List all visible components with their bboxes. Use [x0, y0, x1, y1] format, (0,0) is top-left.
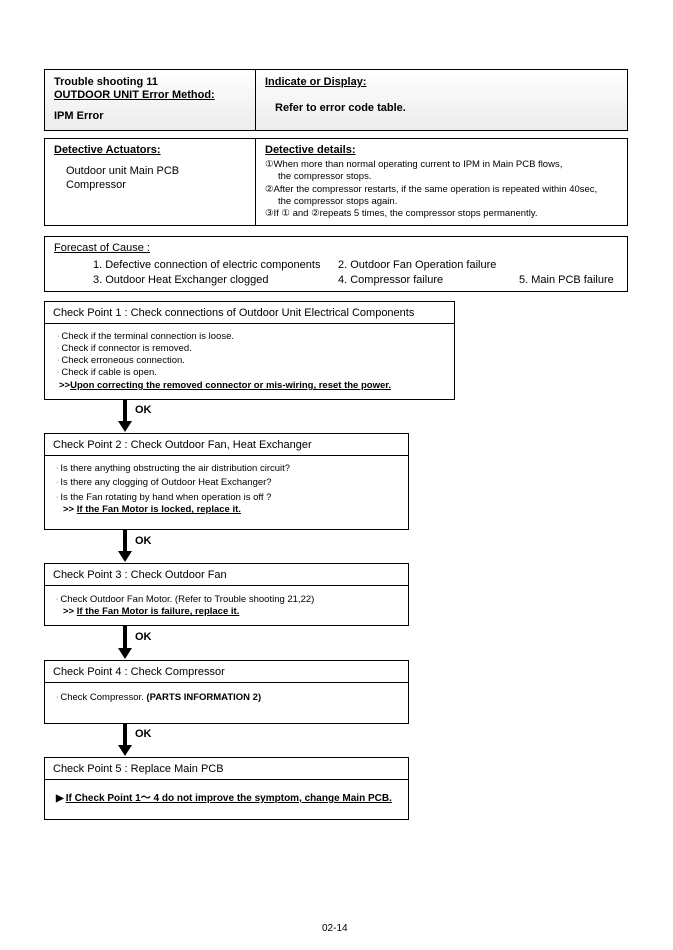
detail-line-1: ①When more than normal operating current… — [265, 159, 563, 170]
cause-3: 3. Outdoor Heat Exchanger clogged — [93, 274, 269, 286]
bullet-icon: · — [57, 369, 60, 376]
flow-arrow-icon — [118, 551, 132, 562]
check-point-5-action: ▶If Check Point 1〜 4 do not improve the … — [56, 789, 392, 804]
flow-arrow-shaft — [123, 530, 127, 552]
check-point-1-action: >>Upon correcting the removed connector … — [59, 380, 391, 391]
check-point-4-title: Check Point 4 : Check Compressor — [45, 661, 408, 683]
check-point-3-line: ·Check Outdoor Fan Motor. (Refer to Trou… — [56, 594, 314, 605]
bullet-icon: · — [57, 333, 60, 340]
error-name: IPM Error — [54, 110, 104, 122]
ok-label: OK — [135, 404, 152, 416]
forecast-box: Forecast of Cause : 1. Defective connect… — [44, 236, 628, 292]
check-point-2-line: ·Is there any clogging of Outdoor Heat E… — [56, 477, 272, 488]
bullet-icon: · — [56, 596, 59, 603]
actuator-item: Outdoor unit Main PCB — [66, 165, 180, 177]
check-point-1-line: ·Check erroneous connection. — [57, 355, 185, 366]
triangle-right-icon: ▶ — [56, 793, 64, 804]
check-point-5-title: Check Point 5 : Replace Main PCB — [45, 758, 408, 780]
ok-label: OK — [135, 728, 152, 740]
check-text: Check erroneous connection. — [61, 355, 185, 366]
check-text: Is there anything obstructing the air di… — [60, 463, 291, 474]
check-point-2-line: ·Is there anything obstructing the air d… — [56, 463, 290, 474]
flow-arrow-icon — [118, 648, 132, 659]
bullet-icon: · — [56, 494, 59, 501]
check-point-2-action: >> If the Fan Motor is locked, replace i… — [63, 504, 241, 515]
check-point-1: Check Point 1 : Check connections of Out… — [44, 301, 455, 400]
cause-2: 2. Outdoor Fan Operation failure — [338, 259, 497, 271]
header-title-cell: Trouble shooting 11 OUTDOOR UNIT Error M… — [45, 70, 256, 130]
check-point-2-title: Check Point 2 : Check Outdoor Fan, Heat … — [45, 434, 408, 456]
bullet-icon: · — [57, 345, 60, 352]
error-method-title: OUTDOOR UNIT Error Method: — [54, 89, 215, 101]
actuators-box: Detective Actuators: Outdoor unit Main P… — [44, 138, 628, 226]
cause-4: 4. Compressor failure — [338, 274, 444, 286]
check-point-3-action: >> If the Fan Motor is failure, replace … — [63, 606, 239, 617]
details-label: Detective details: — [265, 144, 356, 156]
action-prefix: >> — [59, 380, 71, 391]
bullet-icon: · — [56, 479, 59, 486]
check-text: Check Outdoor Fan Motor. (Refer to Troub… — [60, 594, 315, 605]
action-text: If Check Point 1〜 4 do not improve the s… — [65, 793, 392, 804]
bullet-icon: · — [56, 465, 59, 472]
check-point-1-line: ·Check if cable is open. — [57, 367, 157, 378]
check-text: Check if connector is removed. — [61, 343, 192, 354]
detail-line-3: ③If ① and ②repeats 5 times, the compress… — [265, 208, 538, 219]
detail-line-1b: the compressor stops. — [278, 171, 372, 182]
flow-arrow-icon — [118, 745, 132, 756]
check-point-1-title: Check Point 1 : Check connections of Out… — [45, 302, 454, 324]
details-cell: Detective details: ①When more than norma… — [256, 139, 627, 225]
check-text: Check if the terminal connection is loos… — [61, 331, 235, 342]
indicate-label: Indicate or Display: — [265, 76, 367, 88]
check-point-2-line: ·Is the Fan rotating by hand when operat… — [56, 492, 271, 503]
check-text: Check Compressor. — [60, 692, 147, 703]
actuators-label: Detective Actuators: — [54, 144, 161, 156]
indicate-text: Refer to error code table. — [275, 102, 406, 114]
check-point-1-line: ·Check if connector is removed. — [57, 343, 192, 354]
check-text: Is the Fan rotating by hand when operati… — [60, 492, 272, 503]
check-point-3: Check Point 3 : Check Outdoor Fan ·Check… — [44, 563, 409, 626]
flow-arrow-shaft — [123, 400, 127, 422]
actuator-item: Compressor — [66, 179, 126, 191]
check-point-1-line: ·Check if the terminal connection is loo… — [57, 331, 234, 342]
check-point-2: Check Point 2 : Check Outdoor Fan, Heat … — [44, 433, 409, 530]
trouble-shooting-title: Trouble shooting 11 — [54, 76, 158, 88]
action-text: Upon correcting the removed connector or… — [70, 380, 392, 391]
check-point-4: Check Point 4 : Check Compressor ·Check … — [44, 660, 409, 724]
action-text: If the Fan Motor is failure, replace it. — [76, 606, 240, 617]
flow-arrow-icon — [118, 421, 132, 432]
actuators-cell: Detective Actuators: Outdoor unit Main P… — [45, 139, 256, 225]
flow-arrow-shaft — [123, 724, 127, 746]
action-text: If the Fan Motor is locked, replace it. — [76, 504, 241, 515]
check-point-4-line: ·Check Compressor. (PARTS INFORMATION 2) — [56, 692, 261, 703]
header-box: Trouble shooting 11 OUTDOOR UNIT Error M… — [44, 69, 628, 131]
parts-information-ref: (PARTS INFORMATION 2) — [146, 692, 262, 703]
page-number: 02-14 — [322, 923, 348, 934]
cause-5: 5. Main PCB failure — [519, 274, 614, 286]
check-point-5: Check Point 5 : Replace Main PCB ▶If Che… — [44, 757, 409, 820]
check-point-3-title: Check Point 3 : Check Outdoor Fan — [45, 564, 408, 586]
indicate-cell: Indicate or Display: Refer to error code… — [256, 70, 627, 130]
bullet-icon: · — [56, 694, 59, 701]
ok-label: OK — [135, 535, 152, 547]
bullet-icon: · — [57, 357, 60, 364]
forecast-label: Forecast of Cause : — [54, 242, 150, 254]
action-prefix: >> — [63, 606, 77, 617]
detail-line-2: ②After the compressor restarts, if the s… — [265, 184, 598, 195]
action-prefix: >> — [63, 504, 77, 515]
cause-1: 1. Defective connection of electric comp… — [93, 259, 321, 271]
flow-arrow-shaft — [123, 626, 127, 649]
detail-line-2b: the compressor stops again. — [278, 196, 398, 207]
check-text: Is there any clogging of Outdoor Heat Ex… — [60, 477, 272, 488]
ok-label: OK — [135, 631, 152, 643]
check-text: Check if cable is open. — [61, 367, 157, 378]
